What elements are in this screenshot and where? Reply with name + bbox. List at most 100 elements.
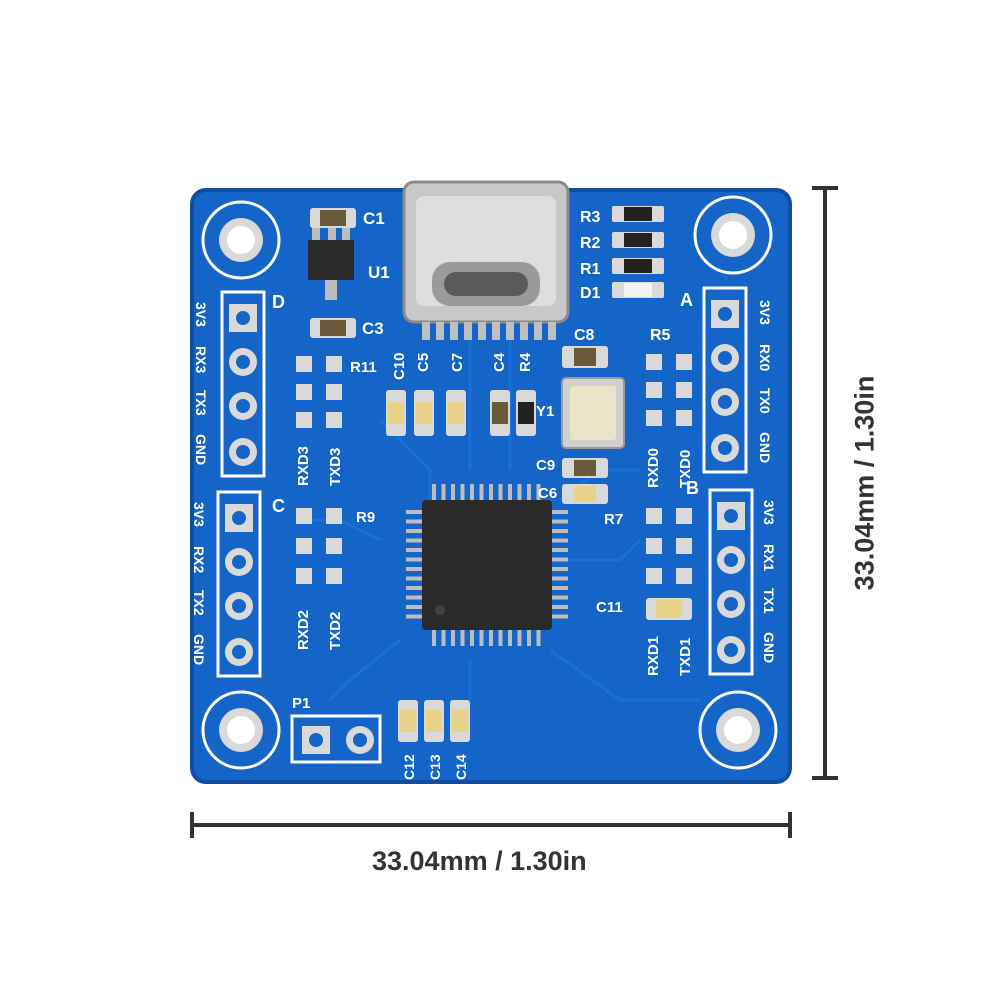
chip-pin (406, 576, 422, 581)
silk-b-pin-3v3: 3V3 (761, 500, 777, 525)
chip-pin (406, 567, 422, 571)
silk-p1: P1 (292, 695, 310, 712)
silk-u1: U1 (368, 263, 390, 282)
chip-pin (479, 484, 484, 500)
silk-txd3: TXD3 (327, 448, 344, 486)
silk-c1: C1 (363, 209, 385, 228)
silk-r2: R2 (580, 235, 601, 252)
smd-pads (296, 354, 692, 584)
silk-r1: R1 (580, 261, 601, 278)
silk-c5: C5 (415, 353, 432, 372)
silk-c12: C12 (401, 754, 417, 780)
chip-pin (470, 630, 474, 646)
silk-c7: C7 (449, 353, 466, 372)
chip-pin (432, 484, 436, 500)
chip-pin (460, 630, 465, 646)
silk-txd1: TXD1 (677, 638, 694, 676)
chip-pin (441, 484, 446, 500)
silkscreen-labels: C1 U1 C3 C10 C5 C7 C4 R4 C8 R5 Y1 C9 C6 … (191, 209, 777, 780)
chip-pin (536, 630, 541, 646)
silk-b-pin-gnd: GND (761, 632, 777, 663)
chip-pin (552, 529, 568, 533)
chip-pin (517, 484, 522, 500)
silk-rxd0: RXD0 (645, 448, 662, 488)
silk-c6: C6 (538, 485, 557, 502)
chip-pin (451, 484, 455, 500)
chip-pin (552, 557, 568, 562)
silk-d1: D1 (580, 285, 601, 302)
chip-pin (470, 484, 474, 500)
silk-c-pin-3v3: 3V3 (191, 502, 207, 527)
chip-pin (552, 576, 568, 581)
silk-a-pin-rx: RX0 (757, 344, 773, 371)
mounting-hole-top-right (693, 195, 773, 275)
jumper-p1 (290, 714, 382, 764)
silk-b-pin-rx: RX1 (761, 544, 777, 571)
silk-c-pin-tx: TX2 (191, 590, 207, 616)
silk-c8: C8 (574, 327, 595, 344)
silk-r11: R11 (350, 359, 377, 376)
silk-port-b: B (686, 478, 699, 498)
chip-pin (552, 567, 568, 571)
chip-pin (460, 484, 465, 500)
silk-c11: C11 (596, 599, 623, 616)
silk-d-pin-rx: RX3 (193, 346, 209, 373)
silk-port-d: D (272, 292, 285, 312)
silk-r4: R4 (517, 352, 534, 372)
chip-pin (406, 538, 422, 543)
chip-pin (406, 529, 422, 533)
chip-pin (406, 595, 422, 600)
chip-pin (479, 630, 484, 646)
mounting-hole-bottom-right (698, 690, 778, 770)
silk-rxd3: RXD3 (295, 446, 312, 486)
silk-c10: C10 (391, 352, 408, 380)
width-dimension-label: 33.04mm / 1.30in (372, 846, 587, 876)
chip-pin (552, 538, 568, 543)
silk-c13: C13 (427, 754, 443, 780)
silk-port-a: A (680, 290, 693, 310)
silk-y1: Y1 (536, 403, 554, 420)
silk-c-pin-gnd: GND (191, 634, 207, 665)
chip-pin (508, 630, 512, 646)
chip-pin (552, 605, 568, 609)
usb-c-connector (402, 180, 570, 340)
silk-c4: C4 (491, 352, 508, 372)
silk-a-pin-3v3: 3V3 (757, 300, 773, 325)
silk-c14: C14 (453, 754, 469, 780)
silk-rxd1: RXD1 (645, 636, 662, 676)
chip-pin (406, 510, 422, 514)
silk-a-pin-gnd: GND (757, 432, 773, 463)
chip-pin (441, 630, 446, 646)
silk-port-c: C (272, 496, 285, 516)
chip-pin (517, 630, 522, 646)
chip-pin (406, 605, 422, 609)
chip-pin (552, 510, 568, 514)
chip-pin (527, 484, 531, 500)
silk-r3: R3 (580, 209, 601, 226)
header-d (220, 290, 266, 478)
chip-pin (552, 614, 568, 619)
capacitor-c1 (310, 208, 356, 228)
chip-pin (536, 484, 541, 500)
chip-pin (527, 630, 531, 646)
capacitor-column (386, 390, 536, 436)
chip-pin (508, 484, 512, 500)
chip-pin (489, 630, 493, 646)
height-dimension-line (812, 186, 838, 780)
silk-d-pin-tx: TX3 (193, 390, 209, 416)
header-c (216, 490, 262, 678)
chip-pin (406, 586, 422, 590)
silk-r7: R7 (604, 511, 623, 528)
silk-rxd2: RXD2 (295, 610, 312, 650)
chip-pin (432, 630, 436, 646)
resistor-bank (612, 206, 664, 298)
chip-pin (498, 484, 503, 500)
silk-d-pin-gnd: GND (193, 434, 209, 465)
capacitor-c3 (310, 318, 356, 338)
chip-pin (552, 586, 568, 590)
silk-d-pin-3v3: 3V3 (193, 302, 209, 327)
chip-pin (406, 519, 422, 524)
silk-c-pin-rx: RX2 (191, 546, 207, 573)
silk-a-pin-tx: TX0 (757, 388, 773, 414)
header-a (702, 286, 748, 474)
